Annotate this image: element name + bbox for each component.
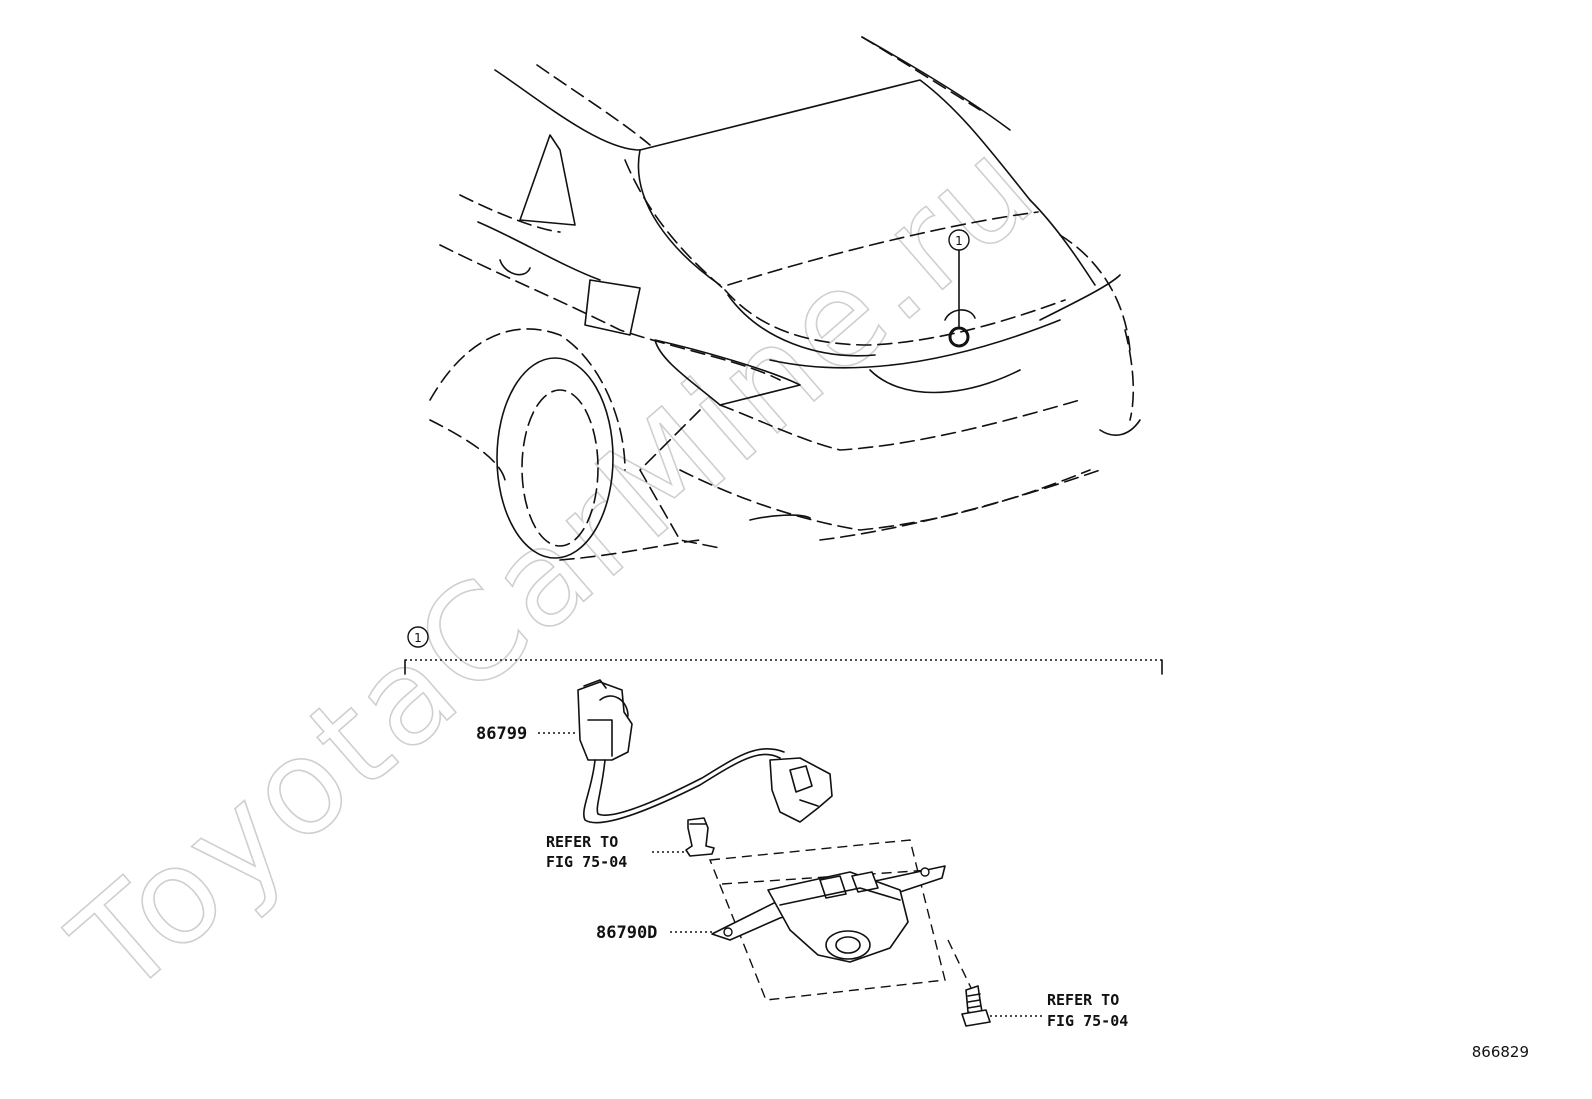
reference-label-1-line1: REFER TO bbox=[546, 833, 618, 851]
group-callout-number: 1 bbox=[414, 631, 422, 645]
wire-harness-part: 86799 bbox=[476, 679, 833, 824]
reference-label-1-line2: FIG 75-04 bbox=[546, 853, 627, 871]
illustration-id: 866829 bbox=[1472, 1043, 1529, 1061]
clip-part: REFER TO FIG 75-04 bbox=[546, 817, 715, 871]
part-number-86790D: 86790D bbox=[596, 923, 657, 943]
group-bracket: 1 bbox=[404, 626, 1163, 675]
callout-number: 1 bbox=[955, 234, 963, 248]
reference-label-2-line1: REFER TO bbox=[1047, 991, 1119, 1009]
screw-part: REFER TO FIG 75-04 bbox=[947, 939, 1128, 1030]
car-rear-illustration: 1 bbox=[429, 36, 1141, 561]
camera-part: 86790D bbox=[596, 839, 946, 1001]
part-number-86799: 86799 bbox=[476, 724, 527, 744]
reference-label-2-line2: FIG 75-04 bbox=[1047, 1012, 1128, 1030]
